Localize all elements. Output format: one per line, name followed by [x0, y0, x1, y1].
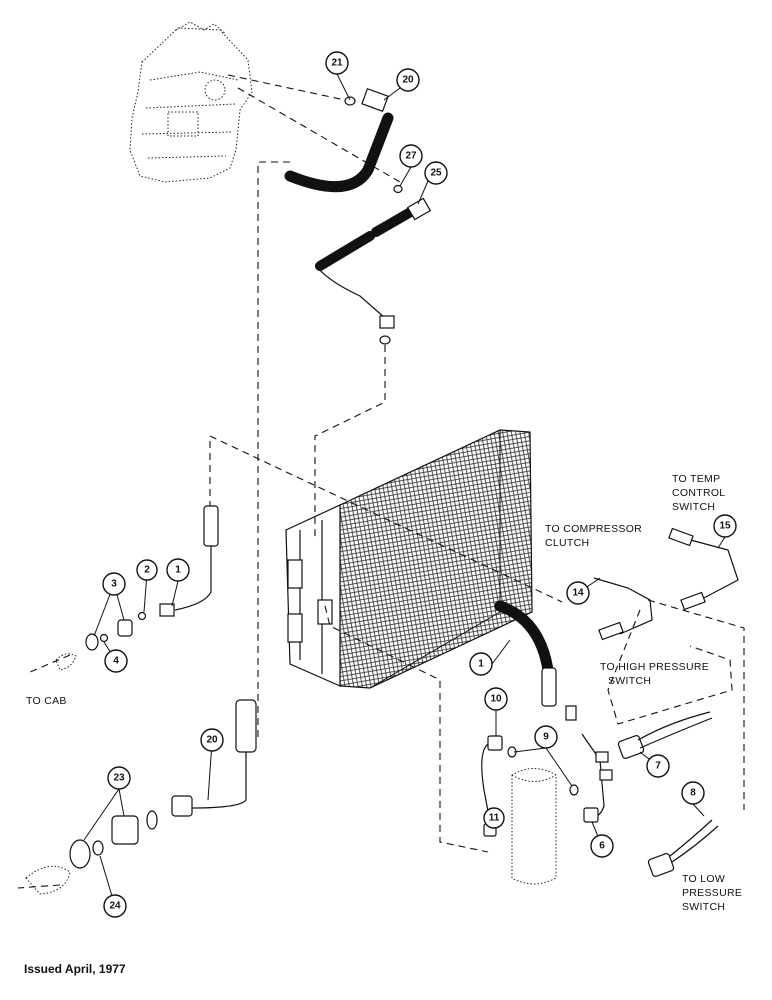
- svg-text:25: 25: [430, 168, 442, 179]
- label-to-high-pressure-switch: TO HIGH PRESSURE SWITCH: [600, 661, 709, 687]
- tube-20-lower: [25, 699, 257, 895]
- svg-text:14: 14: [572, 588, 584, 599]
- svg-text:23: 23: [113, 773, 125, 784]
- tube-1-left: [55, 505, 219, 671]
- svg-text:27: 27: [405, 151, 417, 162]
- label-to-cab: TO CAB: [26, 695, 67, 707]
- svg-text:1: 1: [478, 659, 484, 670]
- callout-2: 2: [136, 559, 158, 581]
- svg-text:CONTROL: CONTROL: [672, 487, 725, 499]
- svg-text:TO COMPRESSOR: TO COMPRESSOR: [545, 523, 642, 535]
- svg-text:24: 24: [109, 901, 121, 912]
- svg-text:20: 20: [206, 735, 218, 746]
- callout-8: 8: [681, 781, 705, 805]
- low-pressure-switch: [647, 819, 719, 877]
- svg-text:1: 1: [175, 565, 181, 576]
- callout-11: 11: [483, 807, 505, 829]
- callout-15: 15: [713, 514, 737, 538]
- callout-20-top: 20: [396, 68, 420, 92]
- svg-text:9: 9: [543, 732, 549, 743]
- callout-20-lower: 20: [200, 728, 224, 752]
- svg-text:TO LOW: TO LOW: [682, 873, 725, 885]
- callout-21: 21: [325, 51, 349, 75]
- callout-1-center: 1: [469, 652, 493, 676]
- hose-25: [315, 184, 432, 345]
- hose-20-upper: [284, 87, 394, 193]
- callout-24: 24: [103, 894, 127, 918]
- callout-23: 23: [107, 766, 131, 790]
- issued-date: Issued April, 1977: [24, 962, 126, 976]
- svg-text:TO TEMP: TO TEMP: [672, 473, 720, 485]
- svg-text:CLUTCH: CLUTCH: [545, 537, 589, 549]
- svg-text:6: 6: [599, 841, 605, 852]
- callout-4: 4: [104, 649, 128, 673]
- svg-text:TO HIGH PRESSURE: TO HIGH PRESSURE: [600, 661, 709, 673]
- svg-text:3: 3: [111, 579, 117, 590]
- svg-text:8: 8: [690, 788, 696, 799]
- callout-27: 27: [399, 144, 423, 168]
- compressor: [129, 21, 253, 183]
- svg-text:SWITCH: SWITCH: [682, 901, 725, 913]
- callout-10: 10: [484, 687, 508, 711]
- svg-text:2: 2: [144, 565, 150, 576]
- callout-1-left: 1: [166, 558, 190, 582]
- svg-text:SWITCH: SWITCH: [672, 501, 715, 513]
- svg-text:7: 7: [655, 761, 661, 772]
- label-to-low-pressure-switch: TO LOW PRESSURE SWITCH: [682, 873, 742, 913]
- callout-3: 3: [102, 572, 126, 596]
- callout-9: 9: [534, 725, 558, 749]
- hose-1-center: [494, 600, 577, 721]
- routing-lines: [17, 74, 745, 889]
- callout-6: 6: [590, 834, 614, 858]
- callout-14: 14: [566, 581, 590, 605]
- svg-text:PRESSURE: PRESSURE: [682, 887, 742, 899]
- label-to-compressor-clutch: TO COMPRESSOR CLUTCH: [545, 523, 642, 549]
- switch-wires: [593, 527, 739, 641]
- callout-25: 25: [424, 161, 448, 185]
- svg-text:15: 15: [719, 521, 731, 532]
- svg-text:SWITCH: SWITCH: [608, 675, 651, 687]
- label-to-temp-control-switch: TO TEMP CONTROL SWITCH: [672, 473, 725, 513]
- svg-text:4: 4: [113, 656, 119, 667]
- receiver-drier: [511, 768, 557, 885]
- drier-lines: [481, 733, 613, 837]
- svg-text:20: 20: [402, 75, 414, 86]
- svg-text:11: 11: [489, 813, 500, 824]
- svg-text:21: 21: [331, 58, 343, 69]
- callout-7: 7: [646, 754, 670, 778]
- svg-text:10: 10: [490, 694, 502, 705]
- condenser: [285, 429, 533, 689]
- high-pressure-switch: [617, 711, 713, 759]
